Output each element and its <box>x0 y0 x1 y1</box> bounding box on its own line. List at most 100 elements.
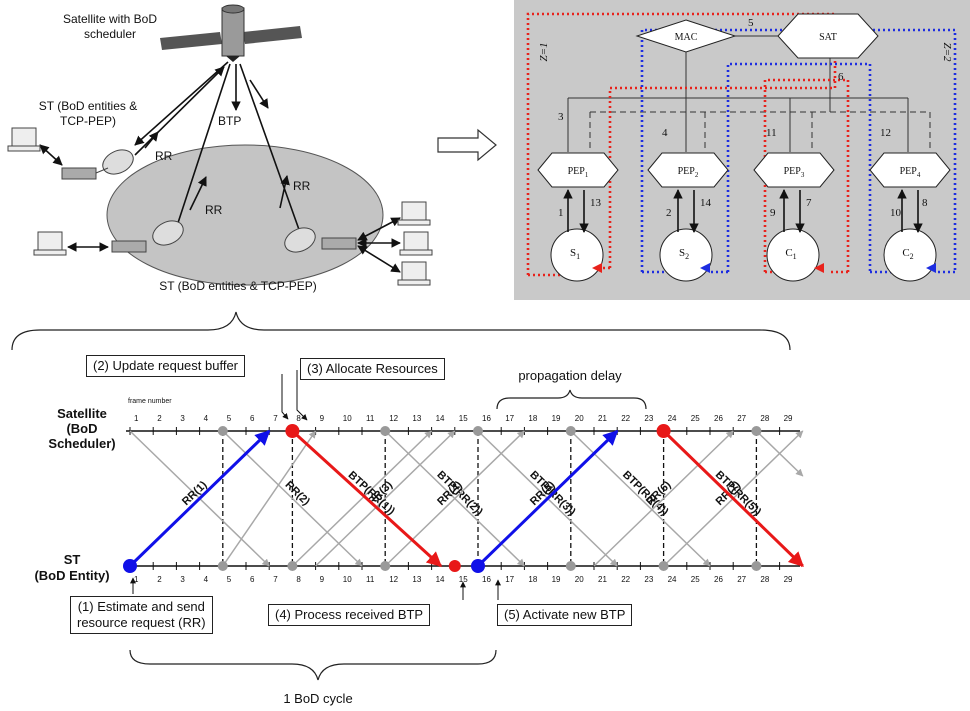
edge-number-4: 4 <box>662 127 668 139</box>
sat-frame-tick-21: 21 <box>598 414 607 423</box>
st-frame-tick-9: 9 <box>320 575 325 584</box>
satellite-network-illustration: Satellite with BoD scheduler ST (BoD ent… <box>7 4 433 293</box>
computer-icons <box>7 127 433 286</box>
propagation-delay-label: propagation delay <box>518 368 622 383</box>
rr1-start-dot <box>123 559 137 573</box>
estimate-rr-line2: resource request (RR) <box>77 615 206 630</box>
sat-frame-tick-1: 1 <box>134 414 139 423</box>
st-frame-tick-27: 27 <box>737 575 746 584</box>
btp5-signal <box>662 429 804 568</box>
transition-arrow-icon <box>437 128 497 162</box>
node-label-3: C1 <box>785 247 796 261</box>
st-frame-dot <box>287 561 298 571</box>
st-axis-label-2: (BoD Entity) <box>34 568 109 583</box>
sat-frame-dot <box>380 426 391 436</box>
sat-frame-tick-16: 16 <box>482 414 491 423</box>
node-circle-3 <box>766 228 820 282</box>
process-btp-callout: (4) Process received BTP <box>268 604 431 626</box>
st-frame-tick-4: 4 <box>204 575 209 584</box>
gray-down-end <box>755 430 804 477</box>
rr5-start-dot <box>471 559 485 573</box>
sat-frame-tick-17: 17 <box>505 414 514 423</box>
st-frame-tick-1: 1 <box>134 575 139 584</box>
z2-blue-loop-right <box>858 28 957 272</box>
pep-hexagon-4 <box>869 152 951 188</box>
st-frame-tick-24: 24 <box>668 575 677 584</box>
sat-frame-tick-5: 5 <box>227 414 232 423</box>
satellite-axis-label-2: (BoD <box>66 421 97 436</box>
sat-frame-tick-18: 18 <box>528 414 537 423</box>
dish-icon-1 <box>61 149 134 180</box>
sat-frame-tick-14: 14 <box>436 414 445 423</box>
sat-frame-tick-8: 8 <box>296 414 301 423</box>
rr3-signal <box>315 430 456 567</box>
st-frame-tick-7: 7 <box>273 575 278 584</box>
frame-number-label: frame number <box>128 398 172 405</box>
st-bottom-label: ST (BoD entities & TCP-PEP) <box>159 279 317 293</box>
st-frame-tick-28: 28 <box>760 575 769 584</box>
sat-frame-tick-2: 2 <box>157 414 162 423</box>
bod-cycle-label: 1 BoD cycle <box>283 691 352 706</box>
satellite-label-line1: Satellite with BoD <box>63 12 157 26</box>
st-frame-tick-2: 2 <box>157 575 162 584</box>
pep-hexagon-3 <box>753 152 835 188</box>
sat-frame-tick-9: 9 <box>320 414 325 423</box>
satellite-label-line2: scheduler <box>84 27 136 41</box>
edge-number-14: 14 <box>700 197 712 209</box>
gray-up-a <box>222 430 317 567</box>
sat-frame-tick-20: 20 <box>575 414 584 423</box>
st-frame-tick-5: 5 <box>227 575 232 584</box>
sat-label: SAT <box>819 32 837 43</box>
edge-number-9: 9 <box>770 207 776 219</box>
btp1-signal <box>291 429 442 568</box>
st-frame-tick-16: 16 <box>482 575 491 584</box>
sat-frame-tick-25: 25 <box>691 414 700 423</box>
btp4-signal <box>570 430 711 567</box>
st-frame-tick-13: 13 <box>412 575 421 584</box>
edge-number-5: 5 <box>748 17 754 29</box>
node-circle-1 <box>550 228 604 282</box>
st-frame-dot <box>751 561 762 571</box>
sat-frame-tick-27: 27 <box>737 414 746 423</box>
pep-label-4: PEP4 <box>900 166 921 179</box>
activate-btp-callout: (5) Activate new BTP <box>497 604 633 626</box>
sat-frame-tick-11: 11 <box>366 414 375 423</box>
st-frame-tick-26: 26 <box>714 575 723 584</box>
st-frame-tick-18: 18 <box>528 575 537 584</box>
rr-label-c: RR <box>293 179 311 193</box>
top-brace <box>11 311 791 351</box>
sat-frame-tick-23: 23 <box>644 414 653 423</box>
link-arrows <box>39 61 401 273</box>
st-axis-label-1: ST <box>64 552 81 567</box>
pep-hexagon-2 <box>647 152 729 188</box>
sat-frame-dot <box>473 426 483 436</box>
sat-frame-tick-12: 12 <box>389 414 398 423</box>
st-frame-tick-14: 14 <box>436 575 445 584</box>
update-request-buffer-callout: (2) Update request buffer <box>86 355 246 377</box>
sat-frame-tick-29: 29 <box>784 414 793 423</box>
st-frame-tick-22: 22 <box>621 575 630 584</box>
st-top-label-line1: ST (BoD entities & <box>39 99 137 113</box>
st-top-label-line2: TCP-PEP) <box>60 114 116 128</box>
rr1-signal <box>128 429 271 568</box>
btp5-start-dot <box>656 424 671 438</box>
estimate-rr-line1: (1) Estimate and send <box>77 599 205 614</box>
sat-frame-dot <box>751 426 762 436</box>
sat-hexagon <box>777 13 879 59</box>
sat-frame-tick-24: 24 <box>668 414 677 423</box>
st-frame-dot <box>565 561 576 571</box>
st-frame-tick-3: 3 <box>180 575 185 584</box>
sat-frame-tick-4: 4 <box>204 414 209 423</box>
coverage-ellipse <box>106 144 384 286</box>
edge-number-1: 1 <box>558 207 564 219</box>
sat-frame-dot <box>565 426 576 436</box>
z2-arrowhead-c2 <box>926 263 936 273</box>
st-frame-tick-11: 11 <box>366 575 375 584</box>
st-frame-dot <box>658 561 669 571</box>
sat-frame-tick-10: 10 <box>343 414 352 423</box>
edge-number-11: 11 <box>766 127 777 139</box>
z2-arrowhead-s2 <box>700 263 710 273</box>
btp-label: BTP <box>218 114 241 128</box>
sat-frame-tick-13: 13 <box>412 414 421 423</box>
